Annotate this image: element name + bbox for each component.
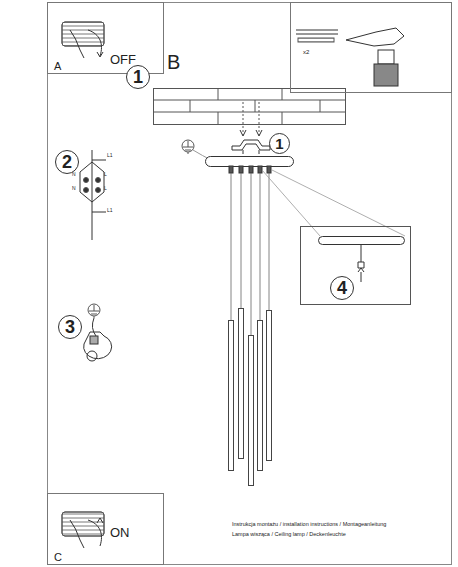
step-panel: C ON	[47, 493, 164, 565]
callout-number: 1	[269, 133, 290, 154]
panel-text: ON	[110, 526, 130, 539]
callout-number: 1	[126, 65, 150, 89]
callout-text: 2	[62, 153, 72, 171]
panel-text: A	[54, 61, 61, 72]
callout-text: 3	[65, 318, 75, 336]
panel-text: C	[54, 552, 62, 563]
footer-text: Lampa wisząca / Ceiling lamp / Deckenleu…	[232, 532, 346, 538]
callout-text: 1	[275, 136, 283, 151]
wire-label: N	[72, 186, 76, 191]
panel-text: x2	[303, 49, 309, 55]
panel-text: OFF	[110, 53, 136, 66]
callout-number: 2	[55, 150, 79, 174]
callout-text: 1	[133, 68, 143, 86]
wire-label: L1	[107, 208, 113, 213]
callout-text: 4	[337, 279, 347, 297]
step-panel: x21	[290, 2, 452, 93]
callout-number: 4	[330, 276, 354, 300]
wire-label: L	[104, 172, 107, 177]
panel-letter: B	[167, 52, 180, 72]
wire-label: L	[104, 186, 107, 191]
wire-label: N	[72, 172, 76, 177]
callout-number: 3	[58, 315, 82, 339]
footer-text: Instrukcja montażu / installation instru…	[232, 522, 386, 528]
step-panel: A OFF	[47, 2, 164, 74]
wire-label: L1	[107, 153, 113, 158]
